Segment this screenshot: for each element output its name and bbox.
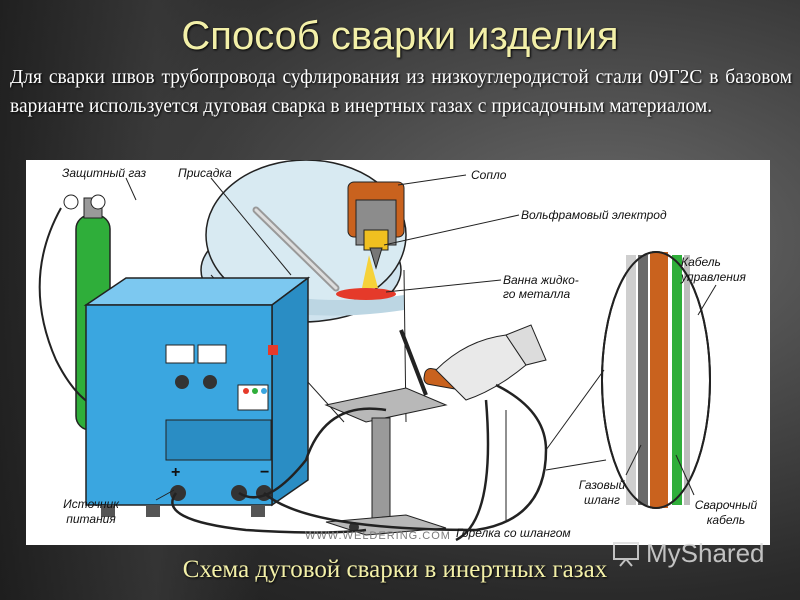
label-control-cable-2: управления — [681, 270, 746, 284]
intro-paragraph: Для сварки швов трубопровода суфлировани… — [10, 63, 792, 121]
label-control-cable-1: Кабель — [681, 255, 721, 269]
label-weld-pool-1: Ванна жидко- — [503, 273, 579, 287]
label-gas-hose-2: шланг — [572, 493, 632, 507]
presentation-icon — [612, 541, 640, 567]
label-weld-pool-2: го металла — [503, 287, 570, 301]
label-gas-hose-1: Газовый — [572, 478, 632, 492]
label-weld-cable-2: кабель — [686, 513, 766, 527]
slide-title: Способ сварки изделия — [0, 14, 800, 59]
myshared-logo: MyShared — [612, 538, 765, 569]
logo-text: MyShared — [646, 538, 765, 569]
cable-cross-section — [546, 252, 710, 508]
label-filler: Присадка — [178, 166, 232, 180]
label-weld-cable-1: Сварочный — [686, 498, 766, 512]
power-source-box — [86, 278, 308, 517]
label-power-source-2: питания — [56, 512, 126, 526]
welding-diagram: Защитный газ Присадка Сопло Вольфрамовый… — [26, 160, 770, 545]
torch-and-hand — [401, 325, 546, 400]
minus-terminal: − — [260, 466, 269, 480]
label-nozzle: Сопло — [471, 168, 506, 182]
plus-terminal: + — [171, 466, 180, 480]
weld-pool — [336, 288, 396, 300]
label-torch: Горелка со шлангом — [456, 526, 571, 540]
label-shield-gas: Защитный газ — [62, 166, 146, 180]
label-power-source-1: Источник — [56, 497, 126, 511]
welding-table — [326, 388, 446, 535]
label-tungsten-electrode: Вольфрамовый электрод — [521, 208, 667, 222]
watermark-text: WWW.WELDERING.COM — [305, 530, 451, 542]
